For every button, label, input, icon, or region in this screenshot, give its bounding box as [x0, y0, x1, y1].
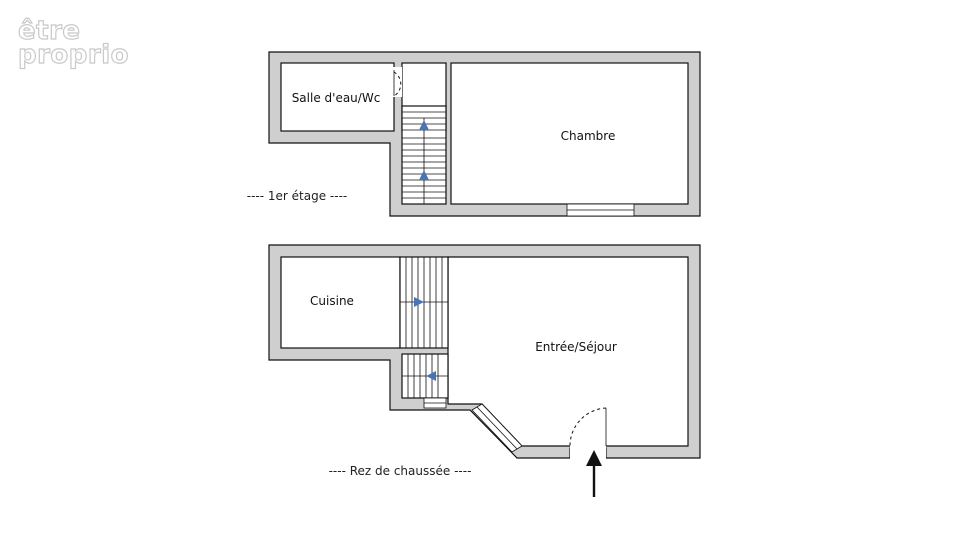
- room-bathroom: [280, 62, 395, 132]
- stairs-ground-lower-treads: [402, 354, 448, 398]
- room-kitchen: [280, 256, 401, 349]
- ground-floor: Cuisine Entrée/Séjour ---- Rez de chauss…: [268, 244, 701, 478]
- entrance-arrow-icon: [586, 450, 602, 497]
- room-label-kitchen: Cuisine: [310, 294, 354, 308]
- stair-direction-arrow-icon: [419, 170, 429, 180]
- level-label-upper: ---- 1er étage ----: [247, 189, 347, 203]
- room-label-living: Entrée/Séjour: [535, 340, 617, 354]
- logo-line-2: proprio: [17, 40, 130, 70]
- bathroom-door-swing: [393, 71, 402, 97]
- level-label-ground: ---- Rez de chaussée ----: [329, 464, 472, 478]
- room-bedroom: [450, 62, 689, 205]
- room-label-bedroom: Chambre: [561, 129, 616, 143]
- stair-direction-arrow-icon: [426, 371, 436, 381]
- entrance-door-swing: [569, 407, 607, 447]
- logo-line-1: être: [17, 16, 81, 46]
- stair-direction-arrow-icon: [419, 120, 429, 130]
- room-label-bathroom: Salle d'eau/Wc: [292, 91, 381, 105]
- upper-floor: Salle d'eau/Wc Chambre ---- 1er étage --…: [247, 51, 701, 217]
- stairs-upper-treads: [402, 111, 446, 204]
- stair-direction-arrow-icon: [414, 297, 424, 307]
